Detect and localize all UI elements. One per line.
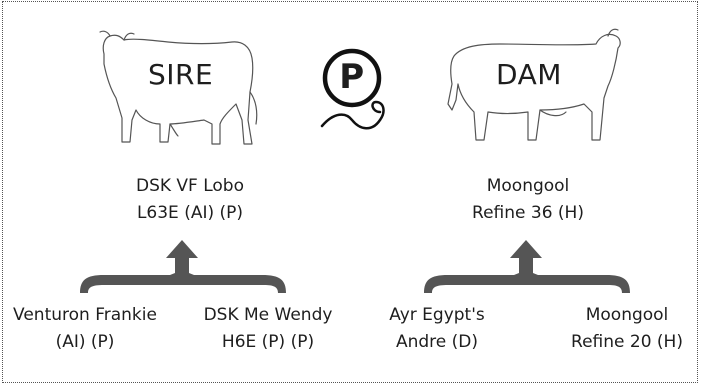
dam-brace-arrow (424, 240, 630, 293)
parent-line2: Refine 20 (H) (571, 332, 683, 352)
dam-name-line2: Refine 36 (H) (472, 203, 584, 223)
cow-icon (447, 28, 621, 141)
dam-badge: DAM (496, 58, 562, 91)
dam-name: Moongool Refine 36 (H) (468, 173, 588, 227)
sire-name: DSK VF Lobo L63E (AI) (P) (130, 173, 250, 227)
dam-parent-left: Ayr Egypt's Andre (D) (377, 302, 497, 356)
sire-parent-right: DSK Me Wendy H6E (P) (P) (198, 302, 338, 356)
sire-name-line2: L63E (AI) (P) (136, 203, 244, 223)
diagram-frame (2, 1, 698, 383)
polled-letter: P (339, 57, 365, 97)
sire-parent-left: Venturon Frankie (AI) (P) (10, 302, 160, 356)
parent-line1: Ayr Egypt's (389, 305, 485, 325)
sire-badge: SIRE (148, 58, 214, 91)
parent-line2: H6E (P) (P) (221, 332, 315, 352)
sire-brace-arrow (80, 240, 286, 293)
polled-symbol-icon (320, 48, 385, 130)
sire-name-line1: DSK VF Lobo (135, 176, 244, 196)
parent-line1: Moongool (585, 305, 669, 325)
parent-line1: Venturon Frankie (13, 305, 157, 325)
parent-line2: Andre (D) (395, 332, 479, 352)
parent-line2: (AI) (P) (55, 332, 115, 352)
parent-line1: DSK Me Wendy (203, 305, 333, 325)
dam-parent-right: Moongool Refine 20 (H) (565, 302, 689, 356)
bull-icon (99, 30, 258, 145)
dam-name-line1: Moongool (486, 176, 570, 196)
